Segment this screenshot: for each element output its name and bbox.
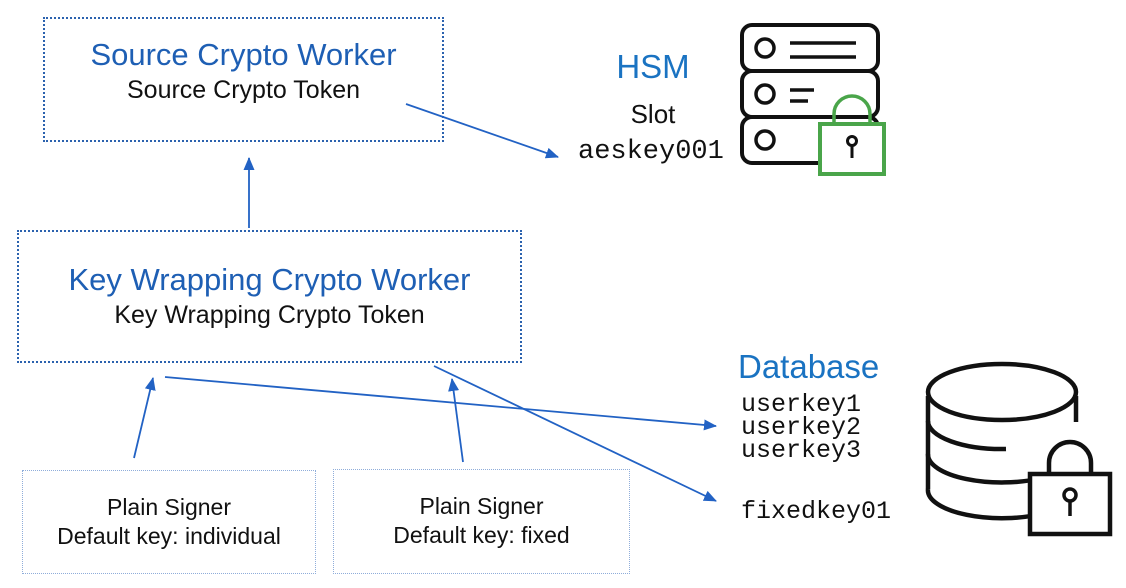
- plain-signer-fixed-box: Plain Signer Default key: fixed: [333, 469, 630, 574]
- plain-signer-individual-default-key: Default key: individual: [57, 523, 281, 549]
- plain-signer-fixed-default-key: Default key: fixed: [393, 522, 570, 548]
- key-wrapping-crypto-token-label: Key Wrapping Crypto Token: [114, 301, 425, 329]
- arrow-source-token-to-aeskey: [405, 103, 559, 159]
- database-icon: [925, 361, 1079, 521]
- key-wrapping-crypto-worker-box: Key Wrapping Crypto Worker Key Wrapping …: [17, 230, 522, 363]
- database-user-key-3: userkey3: [741, 436, 862, 465]
- arrow-keywrap-to-fixedkey: [433, 365, 717, 502]
- database-label: Database: [738, 348, 880, 385]
- hsm-label: HSM: [616, 48, 690, 85]
- database-lock-icon: [1027, 439, 1113, 537]
- hsm-key-name: aeskey001: [578, 137, 724, 167]
- key-wrapping-crypto-worker-title: Key Wrapping Crypto Worker: [68, 262, 471, 297]
- hsm-slot-label: Slot: [630, 99, 676, 129]
- arrow-plain-signer-individual-to-keywrap: [133, 377, 156, 459]
- database-fixed-key: fixedkey01: [741, 497, 892, 526]
- hsm-lock-icon: [818, 94, 886, 176]
- plain-signer-individual-box: Plain Signer Default key: individual: [22, 470, 316, 574]
- source-crypto-worker-title: Source Crypto Worker: [90, 37, 397, 72]
- database-user-key-1: userkey1: [741, 390, 862, 419]
- database-user-keys: userkey1 userkey2 userkey3: [741, 390, 862, 465]
- source-crypto-token-label: Source Crypto Token: [127, 76, 360, 104]
- plain-signer-fixed-title: Plain Signer: [419, 493, 544, 519]
- database-user-key-2: userkey2: [741, 413, 862, 442]
- source-crypto-worker-box: Source Crypto Worker Source Crypto Token: [43, 17, 444, 142]
- arrow-keywrap-to-userkeys: [164, 376, 717, 431]
- plain-signer-individual-title: Plain Signer: [106, 494, 232, 520]
- arrow-plain-signer-fixed-to-keywrap: [448, 378, 464, 463]
